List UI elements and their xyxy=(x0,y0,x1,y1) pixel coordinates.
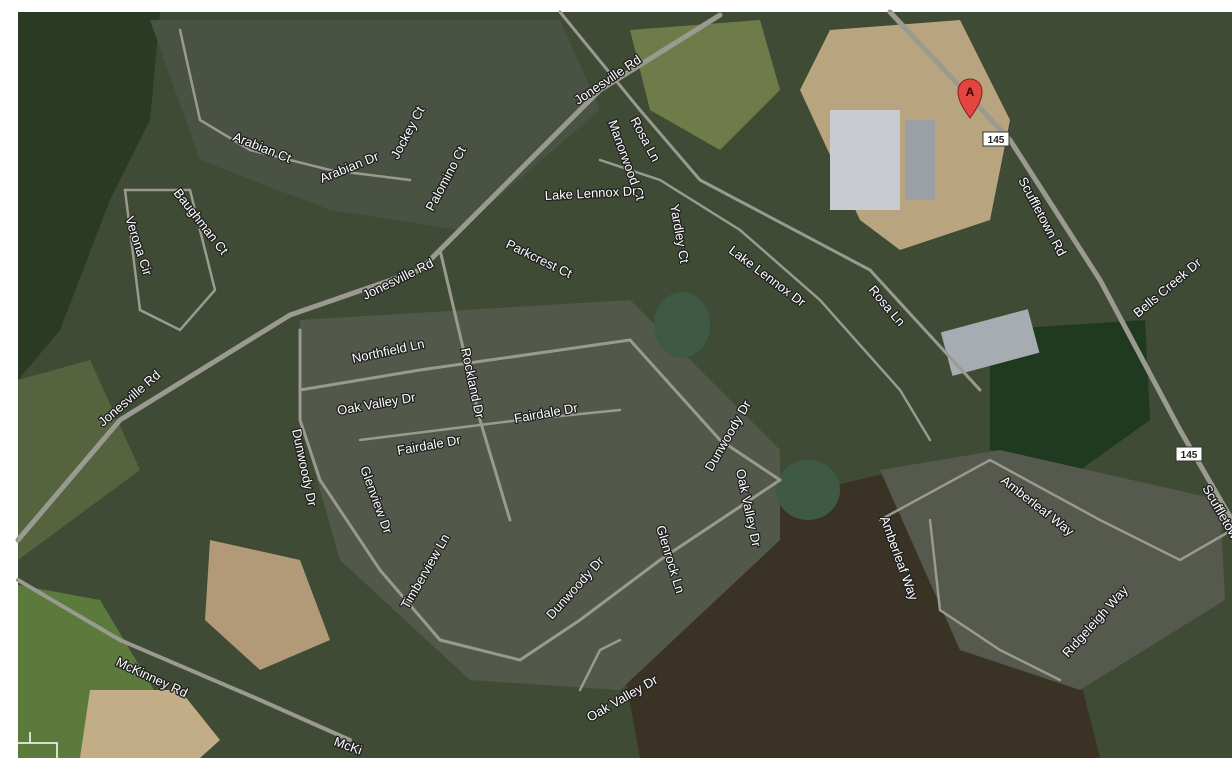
building xyxy=(830,110,900,210)
subdivision-area xyxy=(150,20,600,230)
forest-area xyxy=(18,12,160,380)
location-marker-a[interactable]: A xyxy=(957,78,983,119)
parking-lot xyxy=(905,120,935,200)
svg-text:145: 145 xyxy=(1181,450,1198,461)
forest-area xyxy=(990,320,1150,470)
dirt-area xyxy=(205,540,330,670)
pond xyxy=(776,460,840,520)
subdivision-area xyxy=(300,300,780,690)
dirt-area xyxy=(80,690,220,758)
pond xyxy=(654,292,710,358)
route-shield-145-right: 145 xyxy=(1175,446,1203,462)
subdivision-area xyxy=(880,450,1225,690)
field-area xyxy=(630,20,780,150)
route-shield-145-top: 145 xyxy=(982,131,1010,147)
road-label-lake-lennox-1: Lake Lennox Dr xyxy=(544,183,637,203)
building xyxy=(940,309,1040,376)
scale-bar xyxy=(18,732,58,758)
svg-text:145: 145 xyxy=(988,135,1005,146)
field-area xyxy=(18,360,140,560)
marker-letter: A xyxy=(966,85,975,99)
